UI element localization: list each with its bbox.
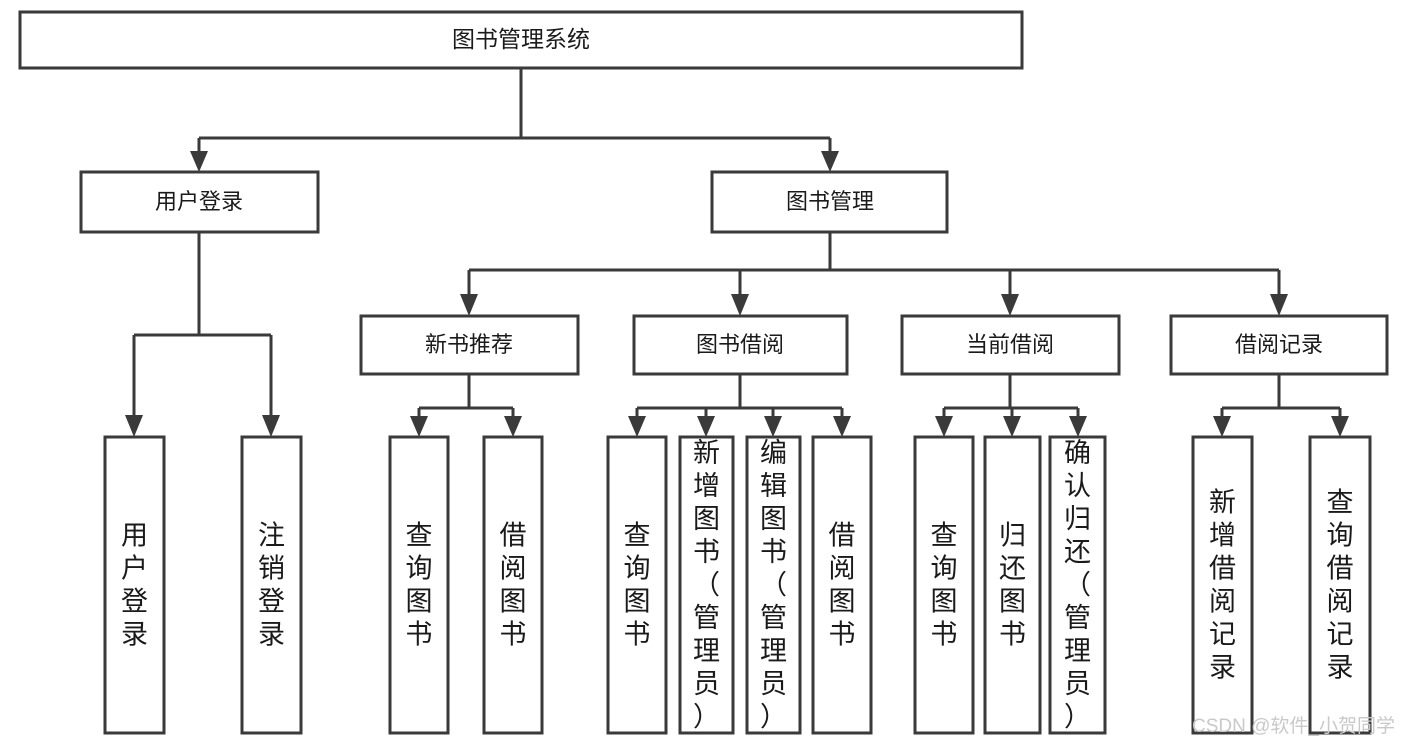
node-leaf-return-book-box[interactable] <box>983 435 1042 735</box>
node-book-manage-label: 图书管理 <box>786 189 874 214</box>
node-leaf-user-login-label: 用户登录 <box>121 521 148 650</box>
node-user-login[interactable]: 用户登录 <box>79 170 320 234</box>
node-leaf-user-login-box[interactable] <box>103 435 166 735</box>
node-leaf-borrow-book[interactable]: 借阅图书 <box>811 435 873 735</box>
arrow-head-leaf-user-login <box>125 415 143 437</box>
node-leaf-query-book-rec-label: 查询图书 <box>406 521 433 650</box>
node-leaf-logout-login[interactable]: 注销登录 <box>240 435 303 735</box>
arrow-head-user-login <box>190 151 208 172</box>
node-leaf-confirm-return-admin-label: 确认归还（管理员） <box>1064 438 1091 732</box>
node-leaf-user-login[interactable]: 用户登录 <box>103 435 166 735</box>
node-leaf-confirm-return-admin-box[interactable] <box>1048 435 1107 735</box>
node-new-book-recommend[interactable]: 新书推荐 <box>359 314 580 376</box>
arrow-head-borrow-record <box>1270 294 1288 316</box>
node-leaf-add-borrow-record[interactable]: 新增借阅记录 <box>1191 435 1254 735</box>
node-leaf-borrow-book-rec[interactable]: 借阅图书 <box>482 435 544 735</box>
node-leaf-add-borrow-record-label: 新增借阅记录 <box>1209 488 1236 683</box>
node-leaf-add-book-admin-label: 新增图书（管理员） <box>693 438 720 732</box>
arrow-head-leaf-query-book-rec <box>410 416 428 437</box>
arrow-head-leaf-query-borrow-record <box>1331 416 1349 437</box>
arrow-head-leaf-add-borrow-record <box>1213 416 1231 437</box>
arrow-head-current-borrow <box>1001 294 1019 316</box>
node-leaf-borrow-book-box[interactable] <box>811 435 873 735</box>
node-leaf-borrow-book-label: 借阅图书 <box>829 521 856 650</box>
node-leaf-query-book-borrow[interactable]: 查询图书 <box>606 435 668 735</box>
arrow-head-leaf-borrow-book <box>833 416 851 437</box>
node-book-borrow[interactable]: 图书借阅 <box>632 314 849 376</box>
node-borrow-record[interactable]: 借阅记录 <box>1169 314 1389 376</box>
node-leaf-query-borrow-record-box[interactable] <box>1308 435 1372 735</box>
node-leaf-edit-book-admin[interactable]: 编辑图书（管理员） <box>745 435 802 735</box>
node-root[interactable]: 图书管理系统 <box>18 10 1024 70</box>
arrow-head-leaf-query-book-current <box>935 416 953 437</box>
node-leaf-query-book-borrow-box[interactable] <box>606 435 668 735</box>
node-leaf-logout-login-box[interactable] <box>240 435 303 735</box>
node-book-manage-box[interactable] <box>710 170 949 234</box>
node-leaf-confirm-return-admin[interactable]: 确认归还（管理员） <box>1048 435 1107 735</box>
node-leaf-query-book-rec-box[interactable] <box>388 435 450 735</box>
node-root-label: 图书管理系统 <box>452 26 590 52</box>
node-borrow-record-label: 借阅记录 <box>1235 332 1323 357</box>
node-leaf-add-book-admin[interactable]: 新增图书（管理员） <box>678 435 735 735</box>
node-borrow-record-box[interactable] <box>1169 314 1389 376</box>
arrow-head-leaf-logout-login <box>262 415 280 437</box>
node-root-box[interactable] <box>18 10 1024 70</box>
connector-layer <box>125 68 1349 437</box>
node-current-borrow[interactable]: 当前借阅 <box>900 314 1121 376</box>
arrow-head-book-manage <box>821 151 839 172</box>
arrow-head-leaf-query-book-borrow <box>628 416 646 437</box>
node-leaf-add-book-admin-box[interactable] <box>678 435 735 735</box>
arrow-head-leaf-add-book-admin <box>697 416 715 437</box>
node-leaf-return-book[interactable]: 归还图书 <box>983 435 1042 735</box>
node-leaf-borrow-book-rec-box[interactable] <box>482 435 544 735</box>
arrow-head-book-borrow <box>731 294 749 316</box>
leaf-node-layer: 用户登录 注销登录 查询图书 借阅图书 查询图书 新增图书（管理员） 编辑图书（管理员） 借阅… <box>103 435 1372 735</box>
node-leaf-query-borrow-record-label: 查询借阅记录 <box>1327 488 1354 683</box>
node-leaf-edit-book-admin-label: 编辑图书（管理员） <box>760 438 787 732</box>
arrow-head-new-book-recommend <box>460 294 478 316</box>
node-leaf-query-borrow-record[interactable]: 查询借阅记录 <box>1308 435 1372 735</box>
node-book-borrow-box[interactable] <box>632 314 849 376</box>
node-leaf-query-book-current-box[interactable] <box>913 435 975 735</box>
node-leaf-query-book-current[interactable]: 查询图书 <box>913 435 975 735</box>
node-leaf-return-book-label: 归还图书 <box>999 521 1026 650</box>
node-current-borrow-label: 当前借阅 <box>966 332 1054 357</box>
arrow-head-leaf-confirm-return-admin <box>1069 416 1087 437</box>
node-leaf-query-book-current-label: 查询图书 <box>931 521 958 650</box>
node-leaf-add-borrow-record-box[interactable] <box>1191 435 1254 735</box>
node-new-book-recommend-box[interactable] <box>359 314 580 376</box>
node-leaf-borrow-book-rec-label: 借阅图书 <box>500 521 527 650</box>
arrow-head-leaf-borrow-book-rec <box>504 416 522 437</box>
arrow-head-leaf-edit-book-admin <box>764 416 782 437</box>
csdn-watermark: CSDN @软件_小贺同学 <box>1192 715 1395 737</box>
node-current-borrow-box[interactable] <box>900 314 1121 376</box>
node-book-manage[interactable]: 图书管理 <box>710 170 949 234</box>
node-book-borrow-label: 图书借阅 <box>696 332 784 357</box>
node-leaf-query-book-borrow-label: 查询图书 <box>624 521 651 650</box>
arrow-head-leaf-return-book <box>1003 416 1021 437</box>
node-leaf-logout-login-label: 注销登录 <box>258 521 285 650</box>
node-leaf-edit-book-admin-box[interactable] <box>745 435 802 735</box>
node-user-login-box[interactable] <box>79 170 320 234</box>
node-new-book-recommend-label: 新书推荐 <box>425 332 513 357</box>
node-user-login-label: 用户登录 <box>155 189 243 214</box>
node-leaf-query-book-rec[interactable]: 查询图书 <box>388 435 450 735</box>
